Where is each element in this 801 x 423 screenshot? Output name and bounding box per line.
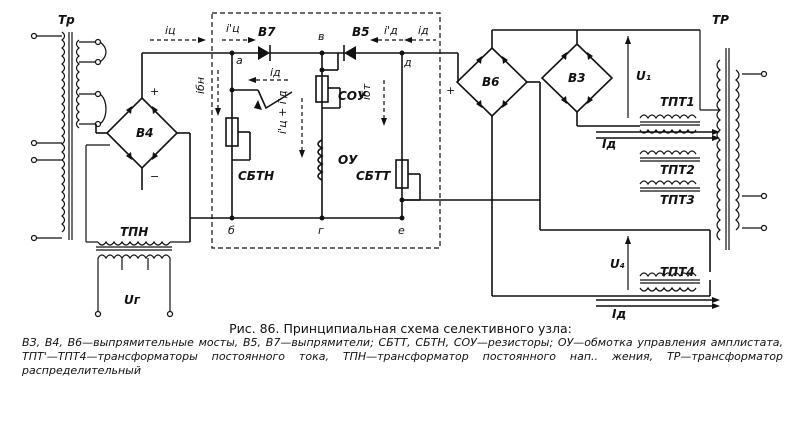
label-sbtn: СБТН [238,169,274,183]
label-v4: В4 [136,126,154,140]
label-sbtt: СБТТ [356,169,391,183]
resistor-sbtt [395,159,421,201]
rectifier-v7 [232,45,322,61]
label-i-d-prime: i'д [384,24,398,37]
rectifier-v5 [322,45,402,70]
bridge-v3 [540,29,700,127]
label-i-d-loop: iд [270,66,281,79]
label-node-e: е [398,224,405,237]
label-sou: СОУ [338,89,367,103]
label-tpn: ТПН [120,225,148,239]
label-tpt3: ТПТ3 [660,193,695,207]
label-node-d: д [403,56,412,69]
figure-caption: Рис. 86. Принципиальная схема селективно… [0,322,801,378]
label-v3: В3 [568,71,586,85]
bridge-v4 [95,53,191,242]
caption-body: ВЗ, В4, В6—выпрямительные мосты, В5, В7—… [22,336,783,377]
label-i-d: iд [418,24,429,37]
label-ou: ОУ [338,153,358,167]
selective-node-box [211,12,441,249]
label-minus-v4: − [150,170,159,183]
label-id-upper: Iд [602,137,616,151]
label-u1: U₁ [636,69,651,83]
label-i-bt: iбт [360,83,373,100]
label-tpt4: ТПТ4 [660,265,695,279]
label-node-g: г [318,224,324,237]
label-v5: В5 [352,25,370,39]
transformer-tpt4 [596,272,720,309]
transformer-tpn [85,144,190,318]
label-tp-left: Тр [58,13,75,27]
label-v6: В6 [482,75,500,89]
label-id-lower: Iд [612,307,626,321]
transformer-tp-left [30,31,107,242]
label-plus-v6: + [446,84,455,97]
transformer-tr-right [699,30,768,250]
label-u4: U₄ [610,257,625,271]
label-tpt2: ТПТ2 [660,163,695,177]
transformer-tpt1 [596,114,720,141]
label-node-b: б [228,224,235,237]
bridge-v6 [455,29,541,296]
label-v7: В7 [258,25,276,39]
label-i-ts-prime: i'ц [226,22,240,35]
label-plus-v4: + [150,85,159,98]
control-winding-ou [317,139,324,181]
transformer-tpt2 [639,150,700,162]
label-node-v: в [318,30,324,43]
label-tpt1: ТПТ1 [660,95,695,109]
label-i-bn: iбн [194,77,207,94]
transformer-tpt3 [639,180,700,192]
label-tr-right: ТР [712,13,729,27]
resistor-sbtn [225,117,251,161]
label-i-ts: iц [165,24,176,37]
resistor-sou [315,75,341,109]
label-i-sum: i'ц + i'д [276,91,289,134]
caption-title: Рис. 86. Принципиальная схема селективно… [229,321,572,336]
label-node-a: а [236,54,243,67]
label-ug: Uг [124,293,141,307]
